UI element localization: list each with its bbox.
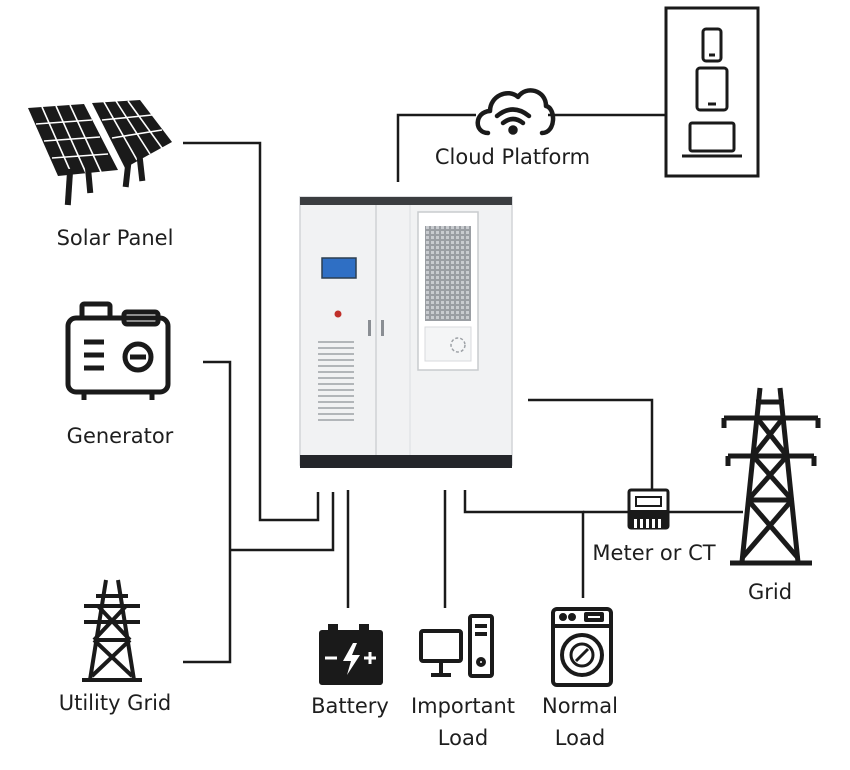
tablet-icon (695, 66, 729, 112)
grid-label: Grid (747, 580, 793, 604)
solar-connection-line (183, 141, 320, 522)
cabinet-vent (318, 341, 354, 421)
normal-load-connection-line (463, 490, 585, 598)
smartphone-icon (701, 27, 723, 63)
energy-storage-cabinet (299, 196, 513, 468)
battery-icon (319, 624, 383, 685)
important-load-label: Important Load (410, 694, 516, 750)
meter-signal-line (528, 398, 654, 490)
generator-label: Generator (66, 424, 174, 448)
utility-grid-label: Utility Grid (58, 691, 172, 715)
generator-connection-line (183, 360, 232, 664)
meter-label: Meter or CT (592, 541, 716, 565)
generator-utility-bus-line (230, 492, 335, 552)
normal-load-label: Normal Load (542, 694, 618, 750)
devices-panel (664, 6, 760, 178)
generator-icon (65, 301, 171, 400)
washing-machine-icon (551, 607, 613, 687)
cloud-platform-label: Cloud Platform (434, 145, 591, 169)
transmission-tower-icon (82, 579, 142, 682)
meter-icon (627, 488, 670, 530)
cloud-connection-line (396, 113, 476, 182)
solar-panel-label: Solar Panel (56, 226, 174, 250)
transmission-tower-icon (721, 387, 821, 566)
solar-panel-icon (28, 100, 172, 206)
battery-label: Battery (311, 694, 389, 718)
connection-lines (183, 113, 743, 664)
laptop-icon (682, 121, 742, 158)
computer-icon (419, 614, 494, 678)
cloud-wifi-icon (475, 88, 556, 136)
